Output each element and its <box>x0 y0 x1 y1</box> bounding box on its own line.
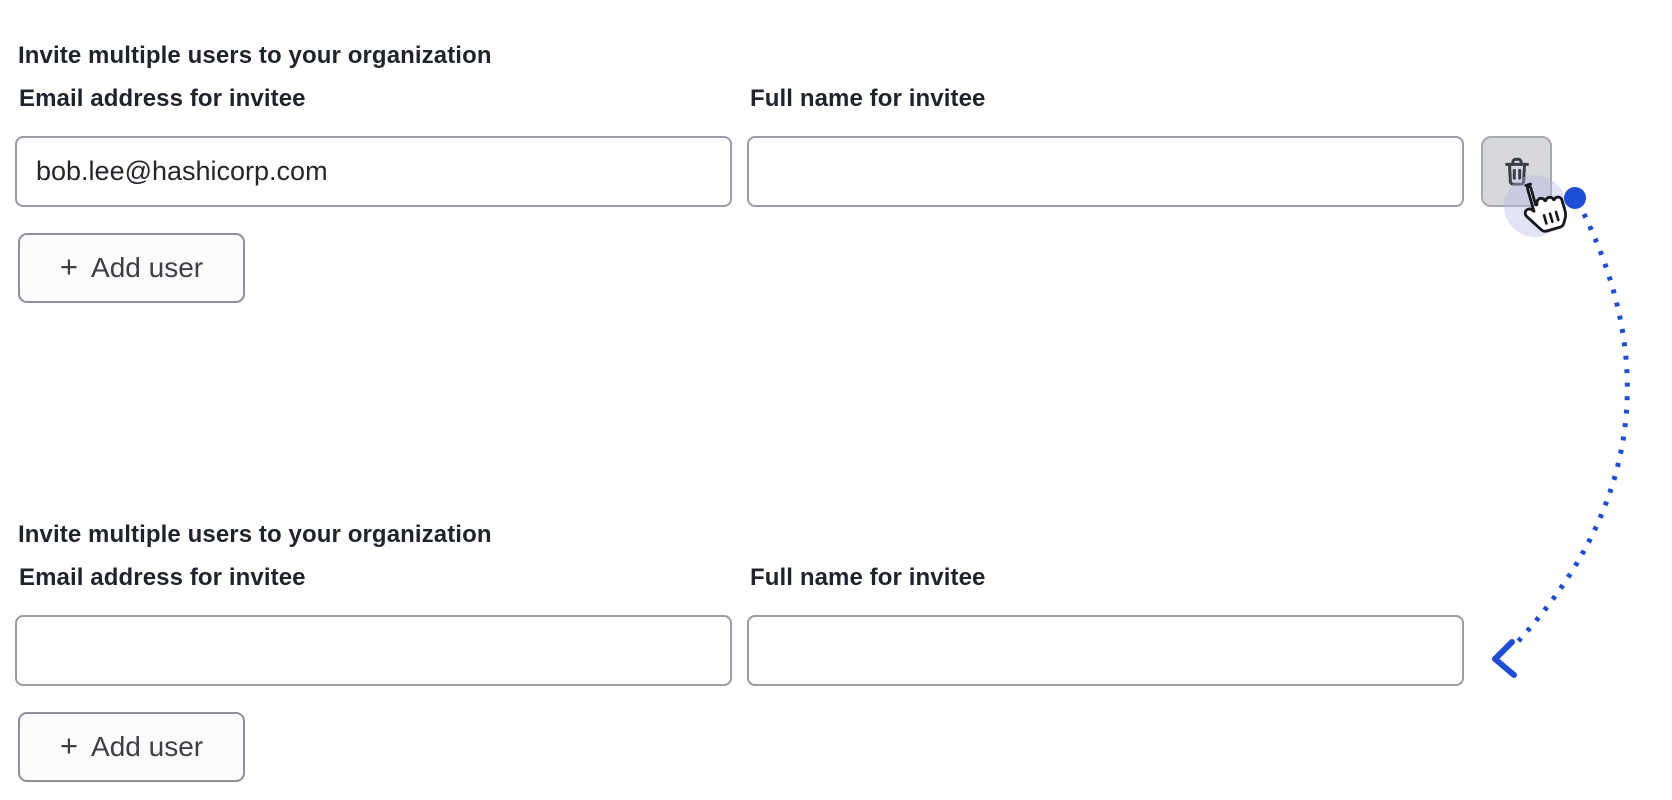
full-name-label: Full name for invitee <box>750 85 986 112</box>
full-name-input[interactable] <box>747 615 1464 686</box>
email-input[interactable] <box>15 136 732 207</box>
full-name-input[interactable] <box>747 136 1464 207</box>
email-label: Email address for invitee <box>19 85 306 112</box>
email-label: Email address for invitee <box>19 564 306 591</box>
full-name-label: Full name for invitee <box>750 564 986 591</box>
plus-icon: + <box>59 728 79 763</box>
add-user-label: Add user <box>91 252 204 283</box>
email-input[interactable] <box>15 615 732 686</box>
add-user-label: Add user <box>91 731 204 762</box>
form-heading: Invite multiple users to your organizati… <box>18 41 492 69</box>
plus-icon: + <box>59 249 79 284</box>
form-heading: Invite multiple users to your organizati… <box>18 520 492 548</box>
add-user-button[interactable]: + Add user <box>18 233 245 303</box>
trash-icon <box>1500 155 1534 189</box>
add-user-button[interactable]: + Add user <box>18 712 245 782</box>
delete-row-button[interactable] <box>1481 136 1552 207</box>
annotation-step-dot <box>1564 187 1586 209</box>
